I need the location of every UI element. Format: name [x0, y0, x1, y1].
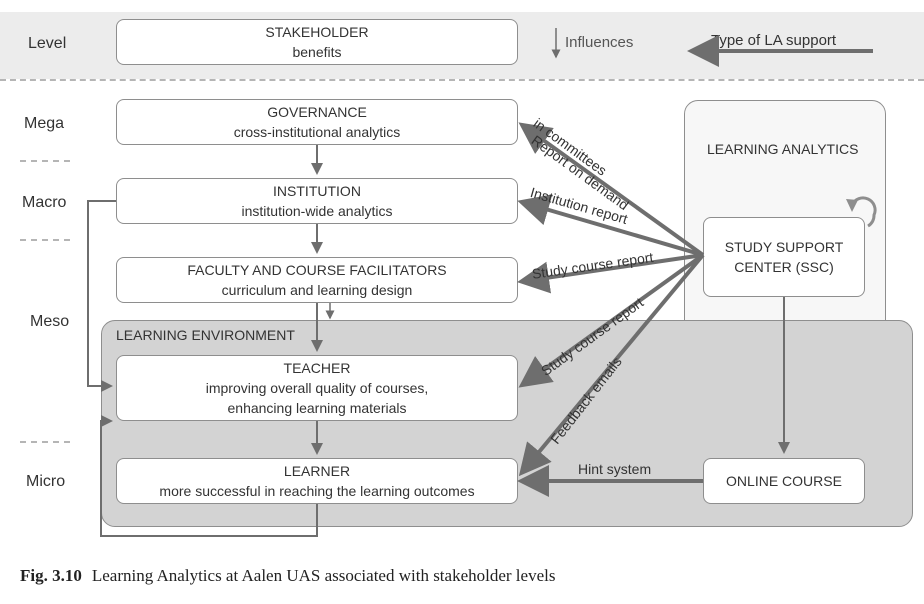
governance-title: GOVERNANCE: [267, 104, 367, 120]
governance-box: GOVERNANCE cross-institutional analytics: [116, 99, 518, 145]
ssc-cycle-icon: [850, 196, 877, 228]
faculty-box: FACULTY AND COURSE FACILITATORS curricul…: [116, 257, 518, 303]
level-mega: Mega: [24, 115, 65, 132]
legend-stakeholder-title: STAKEHOLDER: [265, 24, 369, 40]
learner-teacher-loop: [100, 415, 318, 537]
legend-influences-label: Influences: [565, 34, 634, 51]
governance-subtitle: cross-institutional analytics: [233, 124, 401, 140]
ssc-line-2: CENTER (SSC): [734, 259, 834, 275]
support-arrow-governance: [518, 122, 705, 257]
level-divider: [20, 441, 70, 443]
institution-subtitle: institution-wide analytics: [241, 203, 393, 219]
learner-box: LEARNER more successful in reaching the …: [116, 458, 518, 504]
online-course-label: ONLINE COURSE: [726, 473, 842, 489]
ssc-line-1: STUDY SUPPORT: [724, 239, 844, 255]
level-header: Level: [28, 35, 67, 52]
legend-stakeholder-box: STAKEHOLDER benefits: [116, 19, 518, 65]
support-arrow-learner: [518, 253, 705, 477]
teacher-title: TEACHER: [283, 360, 351, 376]
institution-teacher-loop: [87, 200, 116, 392]
level-macro: Macro: [22, 194, 67, 211]
ssc-box: STUDY SUPPORT CENTER (SSC): [703, 217, 865, 297]
learner-subtitle: more successful in reaching the learning…: [159, 483, 475, 499]
institution-title: INSTITUTION: [273, 183, 361, 199]
online-course-box: ONLINE COURSE: [703, 458, 865, 504]
level-divider: [20, 160, 70, 162]
learning-analytics-label: LEARNING ANALYTICS: [707, 141, 859, 157]
level-micro: Micro: [26, 473, 66, 490]
learner-title: LEARNER: [283, 463, 351, 479]
teacher-subtitle-1: improving overall quality of courses,: [205, 380, 429, 396]
teacher-subtitle-2: enhancing learning materials: [227, 400, 407, 416]
institution-box: INSTITUTION institution-wide analytics: [116, 178, 518, 224]
faculty-subtitle: curriculum and learning design: [221, 282, 413, 298]
level-meso: Meso: [30, 313, 70, 330]
legend-support-label: Type of LA support: [711, 32, 837, 49]
label-hint-system: Hint system: [578, 461, 652, 477]
ssc-cycle-arrowhead: [846, 199, 858, 212]
support-arrow-institution: [517, 194, 704, 257]
level-divider: [20, 239, 70, 241]
header-separator: [0, 79, 924, 81]
faculty-title: FACULTY AND COURSE FACILITATORS: [187, 262, 447, 278]
caption-number: Fig. 3.10: [20, 566, 82, 585]
teacher-box: TEACHER improving overall quality of cou…: [116, 355, 518, 421]
caption-text: Learning Analytics at Aalen UAS associat…: [91, 566, 556, 585]
legend-stakeholder-subtitle: benefits: [292, 44, 342, 60]
support-arrow-faculty: [517, 253, 704, 294]
learning-environment-label: LEARNING ENVIRONMENT: [116, 327, 295, 343]
support-arrow-teacher: [518, 253, 705, 388]
figure-caption: Fig. 3.10 Learning Analytics at Aalen UAS…: [20, 566, 555, 586]
